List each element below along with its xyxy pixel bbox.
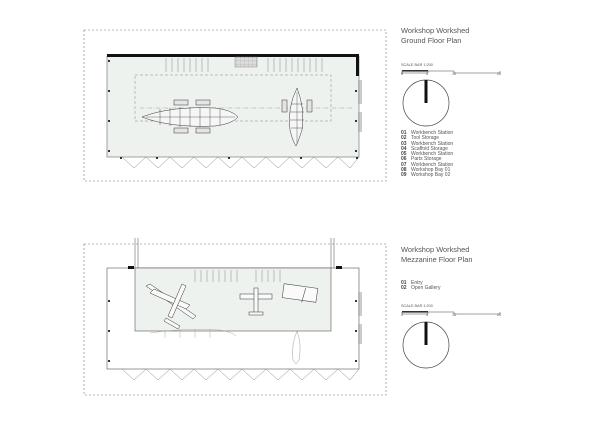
legend-item: 08 Workshop Bay 01: [401, 167, 453, 174]
legend-item: 07 Workbench Station: [401, 161, 454, 168]
ground-scale-tick-10: 10: [452, 72, 457, 76]
legend-item: 05 Workbench Station: [401, 151, 454, 158]
mezz-plan-title-line2: Mezzanine Floor Plan: [401, 255, 473, 264]
ground-boat-large: [141, 99, 239, 134]
legend-item: 04 Scaffold Storage: [401, 145, 453, 152]
mezz-boat-ghost: [149, 329, 301, 365]
mezz-scale-tick-5: 5: [426, 313, 429, 317]
legend-item: 03 Workbench Station: [401, 140, 454, 147]
ground-scale-tick-0: 0: [401, 72, 404, 76]
legend-label: Scaffold Storage: [411, 145, 448, 152]
ground-scale-tick-5: 5: [426, 72, 429, 76]
legend-number: 04: [401, 145, 407, 152]
mezz-columns: [108, 300, 357, 362]
legend-label: Workbench Station: [411, 130, 454, 136]
legend-label: Workbench Station: [411, 151, 454, 158]
legend-label: Workshop Bay 01: [411, 167, 451, 174]
mezz-scale-tick-20: 20: [497, 313, 502, 317]
ground-floor-plan: [83, 29, 387, 182]
mezz-scale-tick-10: 10: [452, 313, 457, 317]
legend-number: 01: [401, 280, 407, 286]
legend-item: 09 Workshop Bay 02: [401, 172, 453, 179]
ground-east-openings: [358, 80, 362, 132]
mezz-scale-tick-0: 0: [401, 313, 404, 317]
ground-floor-slab: [106, 55, 360, 158]
legend-number: 05: [401, 151, 407, 158]
legend-label: Workbench Station: [411, 161, 454, 168]
mezz-scale-label: SCALE BAR 1:200: [401, 304, 433, 308]
mezz-sawtooth-edge: [121, 368, 360, 381]
ground-south-marks: [120, 157, 358, 159]
legend-number: 01: [401, 130, 407, 136]
mezzanine-floor-plan: [83, 238, 387, 396]
mezz-scale-bar: [401, 311, 501, 315]
legend-item: 02 Open Gallery: [401, 285, 441, 292]
legend-label: Parts Storage: [411, 156, 442, 163]
mezz-wall-markers: [128, 266, 342, 269]
legend-label: Workbench Station: [411, 140, 454, 147]
ground-north-arrow: [402, 79, 450, 127]
mezz-plan-title-line1: Workshop Workshed: [401, 245, 470, 254]
mezz-plan-legend: 01 Entry 02 Open Gallery: [401, 280, 441, 292]
ground-sawtooth-edge: [121, 156, 360, 169]
mezz-east-openings: [358, 292, 362, 344]
legend-number: 06: [401, 156, 407, 163]
mezz-storage-racks: [194, 270, 281, 282]
legend-number: 02: [401, 285, 407, 292]
legend-label: Tool Storage: [411, 135, 440, 142]
ground-north-wall: [107, 54, 359, 57]
mezz-entry-lines: [134, 238, 335, 268]
legend-number: 09: [401, 172, 407, 179]
legend-number: 02: [401, 135, 407, 142]
ground-scale-tick-20: 20: [497, 72, 502, 76]
ground-scale-label: SCALE BAR 1:200: [401, 63, 433, 67]
ground-scale-bar: [401, 70, 501, 74]
legend-number: 07: [401, 161, 407, 168]
legend-item: 02 Tool Storage: [401, 135, 453, 142]
ground-east-wall: [356, 54, 359, 76]
legend-number: 03: [401, 140, 407, 147]
legend-label: Entry: [411, 280, 423, 286]
ground-columns: [108, 60, 357, 152]
ground-site-boundary: [83, 29, 387, 182]
mezz-airplane-small: [239, 287, 273, 316]
mezz-site-boundary: [83, 243, 387, 396]
legend-label: Workshop Bay 02: [411, 172, 451, 179]
ground-storage-racks: [165, 58, 323, 72]
ground-plan-title-line2: Ground Floor Plan: [401, 36, 462, 45]
ground-plan-title-line1: Workshop Workshed: [401, 26, 470, 35]
legend-number: 08: [401, 167, 407, 174]
mezz-north-arrow: [402, 321, 450, 369]
mezz-airplane-large: [145, 283, 197, 330]
legend-item: 01 Workbench Station: [401, 130, 454, 136]
legend-item: 01 Entry: [401, 280, 440, 286]
legend-item: 06 Parts Storage: [401, 156, 453, 163]
legend-label: Open Gallery: [411, 285, 441, 292]
mezz-vehicle: [281, 283, 319, 303]
ground-tool-storage-hatch: [234, 56, 258, 68]
ground-boat-small: [281, 87, 313, 147]
